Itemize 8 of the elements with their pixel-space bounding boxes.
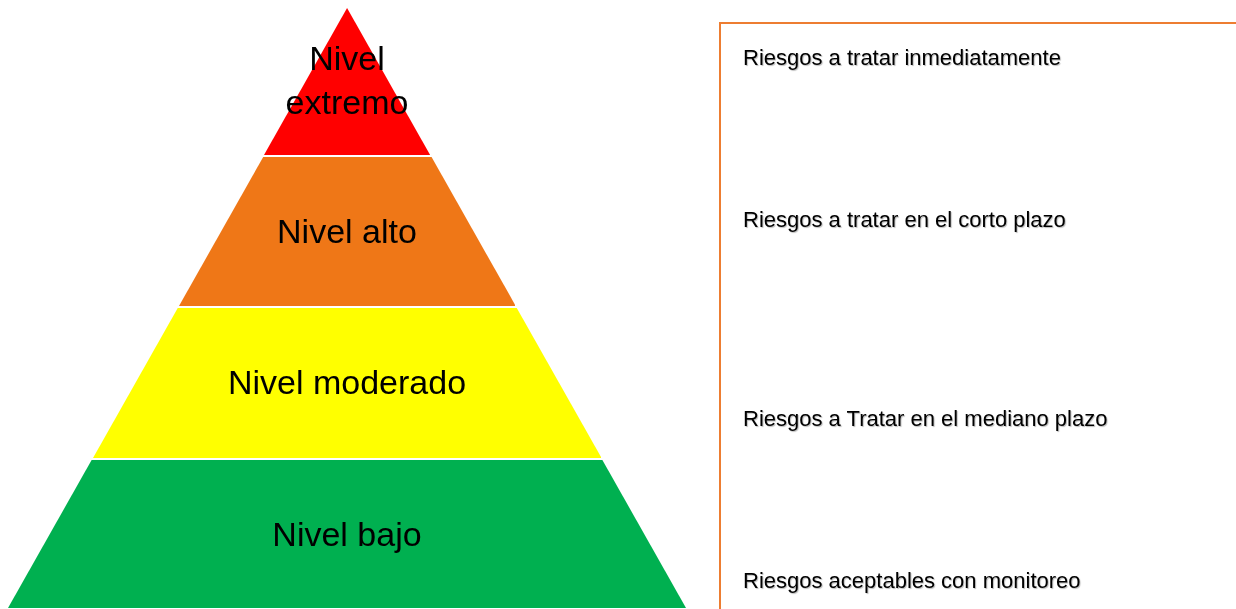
note-text: Riesgos a tratar en el corto plazo <box>743 206 1066 234</box>
tier-label: Nivel alto <box>276 211 418 252</box>
tier-label: Nivel bajo <box>271 514 423 555</box>
note-text: Riesgos a Tratar en el mediano plazo <box>743 405 1108 433</box>
note-text: Riesgos a tratar inmediatamente <box>743 44 1061 72</box>
note-panel <box>719 22 1236 609</box>
note-text: Riesgos aceptables con monitoreo <box>743 567 1081 595</box>
tier-label: Nivel moderado <box>226 362 468 403</box>
